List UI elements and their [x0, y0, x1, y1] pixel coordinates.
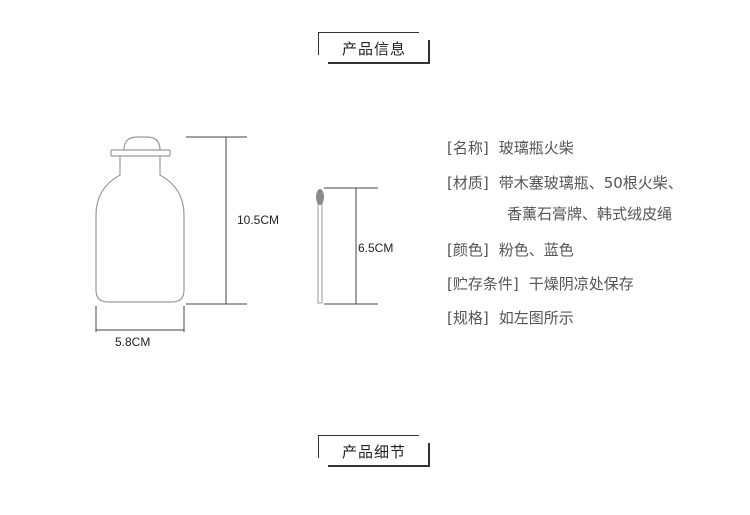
spec-row-material: [材质] 带木塞玻璃瓶、50根火柴、 香薰石膏牌、韩式绒皮绳 [447, 172, 683, 224]
match-length-dimension [324, 187, 378, 305]
spec-row-name: [名称] 玻璃瓶火柴 [447, 137, 574, 158]
section-title-product-detail: 产品细节 [318, 435, 430, 467]
spec-row-size: [规格] 如左图所示 [447, 307, 574, 328]
spec-row-storage: [贮存条件] 干燥阴凉处保存 [447, 273, 634, 294]
match-stick [316, 189, 324, 304]
section-title-label: 产品信息 [341, 39, 406, 58]
spec-value-continued: 香薰石膏牌、韩式绒皮绳 [507, 205, 673, 223]
bottle-height-label: 10.5CM [237, 213, 279, 227]
spec-row-color: [颜色] 粉色、蓝色 [447, 239, 574, 260]
title-frame-bottom-right [328, 443, 430, 467]
spec-key: [颜色] [447, 241, 489, 259]
section-title-product-info: 产品信息 [318, 32, 430, 64]
spec-value: 带木塞玻璃瓶、50根火柴、 [498, 174, 683, 192]
spec-value: 干燥阴凉处保存 [528, 275, 634, 293]
spec-key: [贮存条件] [447, 275, 519, 293]
match-head [316, 189, 324, 205]
match-length-label: 6.5CM [358, 241, 393, 255]
bottle-outline [95, 136, 185, 303]
spec-value: 玻璃瓶火柴 [498, 139, 574, 157]
bottle-width-dimension [95, 306, 185, 332]
spec-value: 如左图所示 [498, 309, 574, 327]
spec-key: [名称] [447, 139, 489, 157]
bottle-height-dimension [186, 136, 247, 305]
title-frame-top-left [318, 435, 419, 458]
section-title-label: 产品细节 [341, 442, 406, 461]
spec-key: [材质] [447, 174, 489, 192]
spec-key: [规格] [447, 309, 489, 327]
title-frame-bottom-right [328, 40, 430, 64]
bottle-width-label: 5.8CM [115, 335, 150, 349]
title-frame-top-left [318, 32, 419, 55]
spec-value: 粉色、蓝色 [498, 241, 574, 259]
